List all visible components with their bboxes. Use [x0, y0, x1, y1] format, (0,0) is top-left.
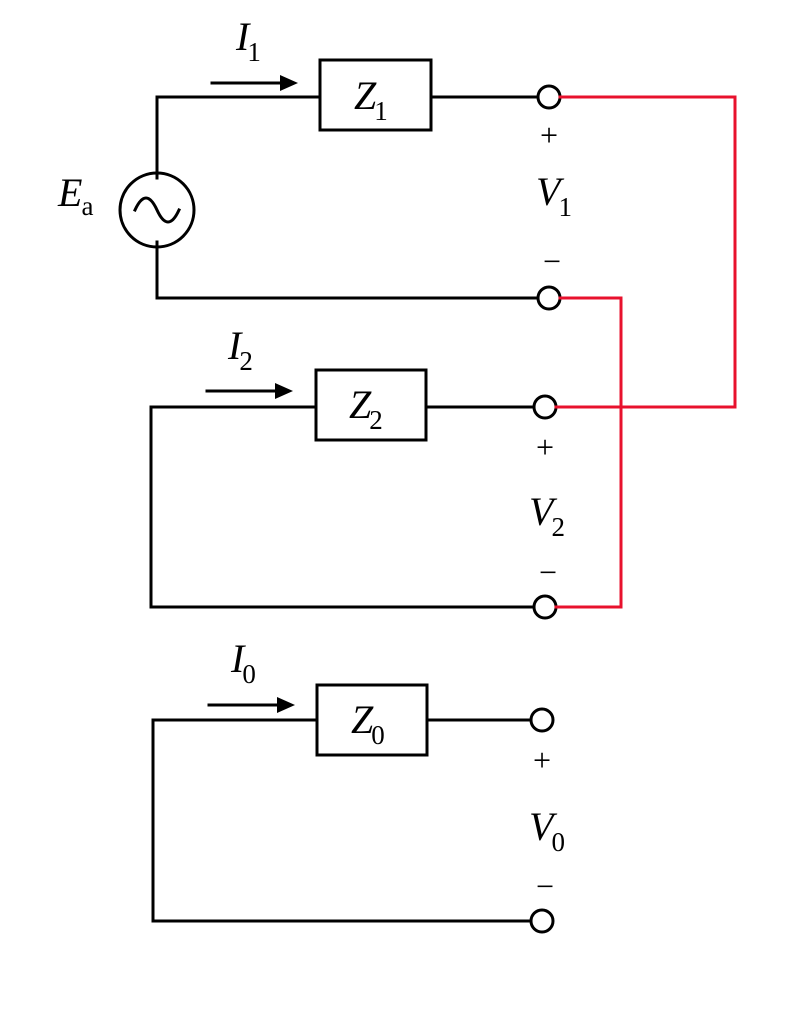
- v2-plus-sign: +: [536, 429, 554, 465]
- terminal-v1-positive: [536, 84, 562, 110]
- source-label: Ea: [57, 170, 93, 221]
- terminal-v2-negative: [532, 594, 558, 620]
- current-i2-label: I2: [227, 323, 253, 376]
- zero-sequence-network: Z0 I0 + V0 −: [151, 636, 565, 934]
- network-0-loop-wire: [151, 718, 533, 923]
- current-i1-arrow-head: [280, 75, 298, 91]
- terminal-v0-negative: [529, 908, 555, 934]
- voltage-v0-label: V0: [529, 804, 565, 857]
- v0-minus-sign: −: [536, 868, 554, 904]
- network-1-top-wire-left: [155, 95, 322, 180]
- v1-plus-sign: +: [540, 117, 558, 153]
- current-i2-arrow-head: [275, 383, 293, 399]
- impedance-z0-box: [315, 683, 429, 757]
- impedance-z2-label: Z2: [349, 382, 383, 435]
- terminal-v1-negative: [536, 285, 562, 311]
- ac-source-icon: [118, 171, 196, 249]
- current-i1-label: I1: [235, 14, 261, 67]
- voltage-v1-label: V1: [536, 169, 572, 222]
- negative-sequence-network: Z2 I2 + V2 −: [149, 323, 565, 620]
- v1-minus-sign: −: [543, 243, 561, 279]
- voltage-v2-label: V2: [529, 489, 565, 542]
- v2-minus-sign: −: [539, 554, 557, 590]
- connection-v1-plus-to-v2-plus: [554, 95, 737, 409]
- terminal-v0-positive: [529, 707, 555, 733]
- v0-plus-sign: +: [533, 742, 551, 778]
- network-1-bottom-wire: [155, 240, 540, 300]
- impedance-z0-label: Z0: [351, 697, 385, 750]
- impedance-z1-label: Z1: [354, 73, 388, 126]
- positive-sequence-network: Ea Z1 I1 + V1 −: [57, 14, 572, 311]
- current-i0-label: I0: [230, 636, 256, 689]
- network-2-loop-wire: [149, 405, 540, 609]
- impedance-z2-box: [314, 368, 428, 442]
- ac-wave-icon: [133, 196, 181, 224]
- connection-v1-minus-to-v2-minus: [554, 296, 623, 609]
- current-i0-arrow-head: [277, 697, 295, 713]
- terminal-v2-positive: [532, 394, 558, 420]
- impedance-z1-box: [318, 58, 433, 132]
